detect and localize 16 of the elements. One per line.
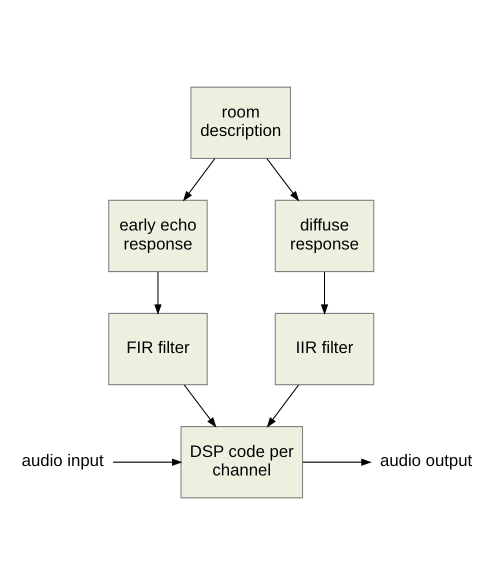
arrow: [113, 458, 182, 466]
node-text: audio input: [22, 451, 104, 470]
arrow: [184, 384, 217, 428]
node-box: room description: [190, 86, 291, 159]
arrow: [154, 272, 162, 315]
node-box: early echo response: [108, 200, 208, 272]
node-box: IIR filter: [274, 312, 374, 386]
node-box: FIR filter: [108, 312, 208, 386]
node-box: DSP code per channel: [180, 426, 304, 498]
arrow: [182, 158, 216, 202]
arrow: [302, 458, 372, 466]
arrow: [320, 272, 328, 315]
arrow: [266, 158, 300, 202]
arrow: [266, 384, 299, 428]
node-text: audio output: [380, 451, 472, 470]
node-box: diffuse response: [274, 200, 374, 272]
